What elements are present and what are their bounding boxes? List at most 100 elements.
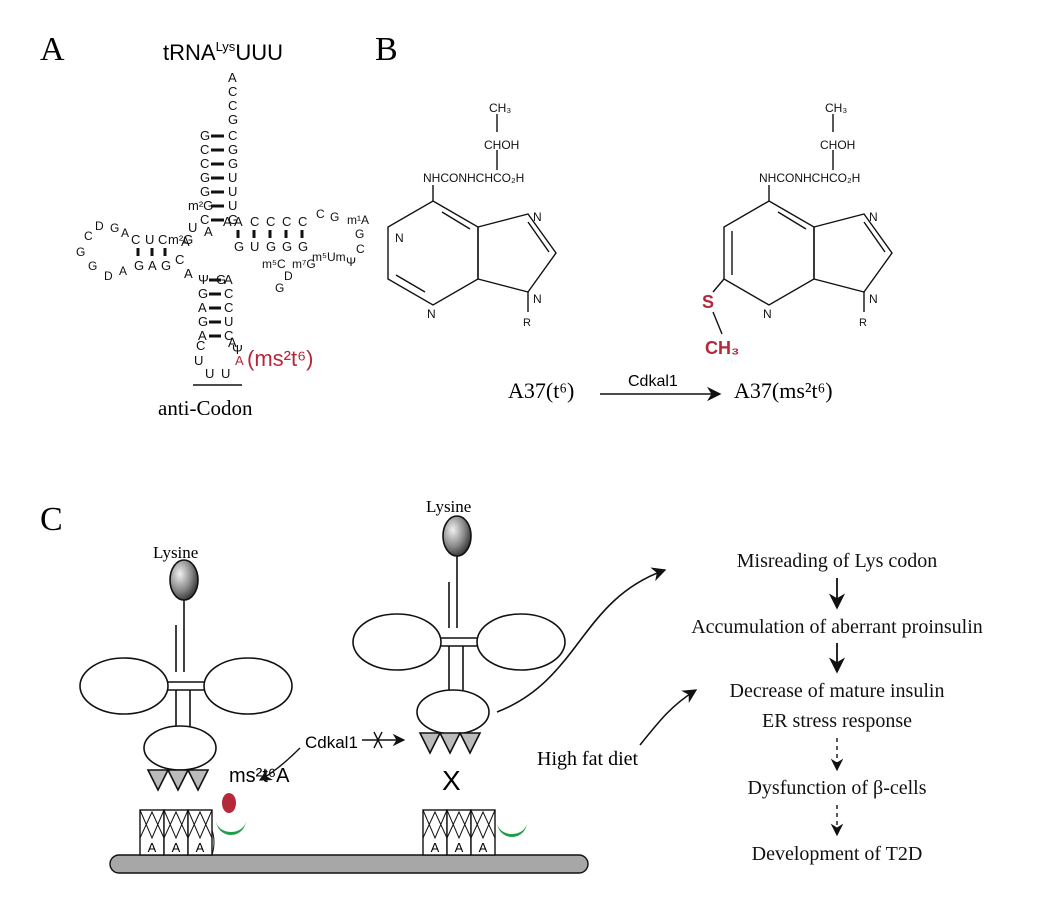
anticodon-triangle — [146, 769, 170, 792]
imidazole-ring-right — [813, 213, 893, 293]
ms2t6a-structure — [712, 114, 893, 335]
codon-cross — [422, 809, 448, 840]
r-group: R — [523, 317, 531, 329]
modification-arrow — [258, 747, 301, 781]
base: G — [228, 112, 238, 127]
codon-box — [446, 809, 472, 856]
mismatch-x: X — [442, 765, 461, 796]
base: C — [266, 214, 275, 229]
ms2t6a-label: ms²t⁶A — [229, 765, 290, 787]
flow-step: Accumulation of aberrant proinsulin — [691, 616, 983, 638]
pathway-flow: Misreading of Lys codon Accumulation of … — [691, 550, 983, 865]
base: D — [104, 269, 113, 283]
flow-step: Dysfunction of β-cells — [747, 777, 926, 799]
misreading-arrow — [496, 567, 667, 713]
t6a-structure — [387, 114, 557, 312]
trna-t-loop — [476, 613, 566, 671]
trna-title: tRNALysUUU — [163, 39, 283, 65]
base: C — [228, 84, 237, 99]
base: C — [158, 232, 167, 247]
base: G — [298, 239, 308, 254]
base: G — [161, 258, 171, 273]
base: A — [228, 335, 237, 350]
flow-step: Decrease of mature insulin — [730, 680, 945, 702]
bond — [712, 311, 723, 335]
anticodon-triangle — [458, 732, 482, 755]
base: G — [88, 259, 97, 273]
codon-box — [163, 809, 189, 856]
codon-box — [187, 809, 213, 856]
base: A — [223, 214, 232, 229]
lysine-label-right: Lysine — [426, 497, 471, 516]
double-bond — [395, 274, 426, 293]
base: A — [121, 226, 129, 240]
flow-step: ER stress response — [762, 710, 912, 732]
imidazole-ring-left — [477, 213, 557, 293]
double-bond — [777, 211, 807, 230]
base: A — [198, 328, 207, 343]
base: m²G — [188, 198, 213, 213]
base: G — [228, 142, 238, 157]
base: C — [228, 128, 237, 143]
codon-cross — [470, 809, 496, 840]
base: A — [204, 224, 213, 239]
n-atom: N — [869, 292, 878, 306]
high-fat-diet-label: High fat diet — [537, 748, 639, 770]
base: G — [228, 212, 238, 227]
choh-label: CHOH — [484, 138, 519, 152]
base: C — [200, 156, 209, 171]
trna-d-loop — [79, 657, 169, 715]
base: G — [134, 258, 144, 273]
base: C — [200, 142, 209, 157]
base: Ψ — [232, 342, 243, 357]
codon-cross — [139, 809, 165, 840]
anticodon-triangle — [418, 732, 442, 755]
base: D — [95, 219, 104, 233]
base: D — [284, 269, 293, 283]
base: m²G — [168, 232, 193, 247]
codon-box — [139, 809, 165, 856]
n-atom: N — [395, 231, 404, 245]
base: G — [216, 272, 226, 287]
base: G — [355, 227, 364, 241]
base: C — [200, 212, 209, 227]
double-bond — [863, 221, 886, 253]
a37-ms2t6-label: A37(ms²t⁶) — [734, 378, 833, 403]
r-group: R — [859, 317, 867, 329]
base: G — [234, 239, 244, 254]
base: U — [188, 220, 197, 235]
base: U — [221, 366, 230, 381]
base: G — [266, 239, 276, 254]
bond — [712, 278, 725, 293]
base: U — [250, 239, 259, 254]
a37-base: A — [235, 353, 244, 368]
side-chain-label: NHCONHCHCO₂H — [423, 171, 524, 185]
double-bond — [527, 221, 550, 253]
anticodon-label: anti-Codon — [158, 396, 253, 420]
choh-label: CHOH — [820, 138, 855, 152]
codon-base: A — [148, 840, 157, 855]
high-fat-arrow — [639, 689, 698, 746]
base: C — [356, 242, 365, 256]
pyrimidine-ring-left — [387, 200, 479, 306]
n-atom: N — [533, 292, 542, 306]
base: G — [200, 170, 210, 185]
base: U — [228, 198, 237, 213]
trna-modified — [79, 559, 293, 792]
codon-base: A — [196, 840, 205, 855]
panel-label-c: C — [40, 501, 63, 538]
anticodon-triangle — [166, 769, 190, 792]
base: m¹A — [347, 213, 369, 227]
trna-t-loop — [203, 657, 293, 715]
base: U — [205, 366, 214, 381]
base: C — [84, 229, 93, 243]
base: G — [110, 221, 119, 235]
flow-step: Misreading of Lys codon — [737, 550, 938, 572]
ch3-label: CH₃ — [489, 101, 511, 115]
trna-unmodified — [352, 515, 566, 755]
codon-cross — [446, 809, 472, 840]
side-chain-label: NHCONHCHCO₂H — [759, 171, 860, 185]
